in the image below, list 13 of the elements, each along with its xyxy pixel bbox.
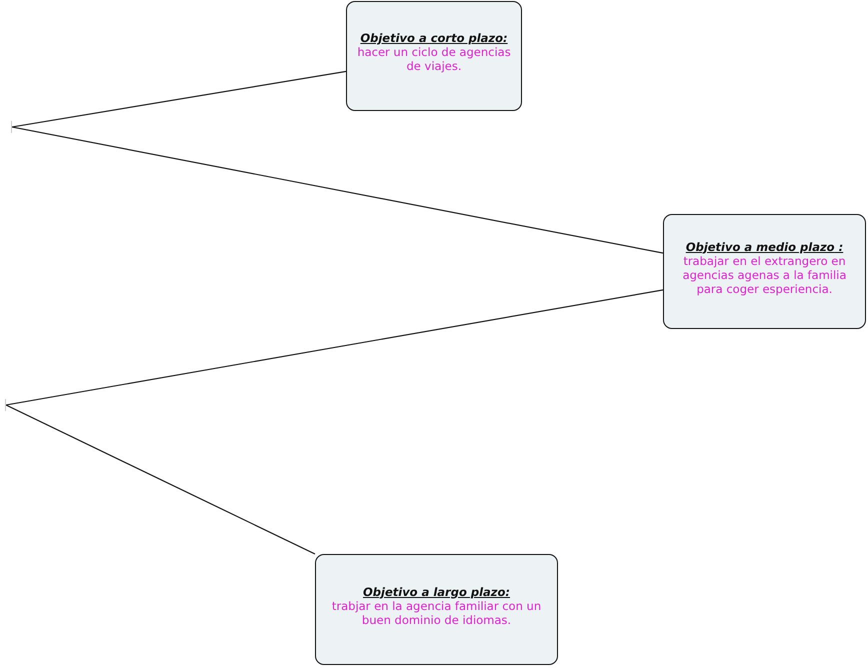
connector-line — [6, 404, 316, 554]
connector-line — [12, 126, 664, 254]
goal-heading: Objetivo a medio plazo : — [686, 240, 844, 254]
goal-box — [315, 554, 558, 665]
goal-text: trabjar en la agencia familiar con un buen dominio de idiomas. — [330, 598, 542, 626]
goal-box — [663, 214, 866, 329]
goal-text: trabajar en el extrangero en agencias agenas a la familia para coger esperiencia. — [682, 254, 848, 296]
goal-heading: Objetivo a largo plazo: — [363, 584, 510, 598]
goal-box — [346, 1, 522, 111]
goal-heading: Objetivo a corto plazo: — [360, 31, 508, 45]
connector-line — [12, 70, 346, 128]
goal-text: hacer un ciclo de agencias de viajes. — [356, 45, 512, 73]
connector-line — [6, 289, 664, 406]
